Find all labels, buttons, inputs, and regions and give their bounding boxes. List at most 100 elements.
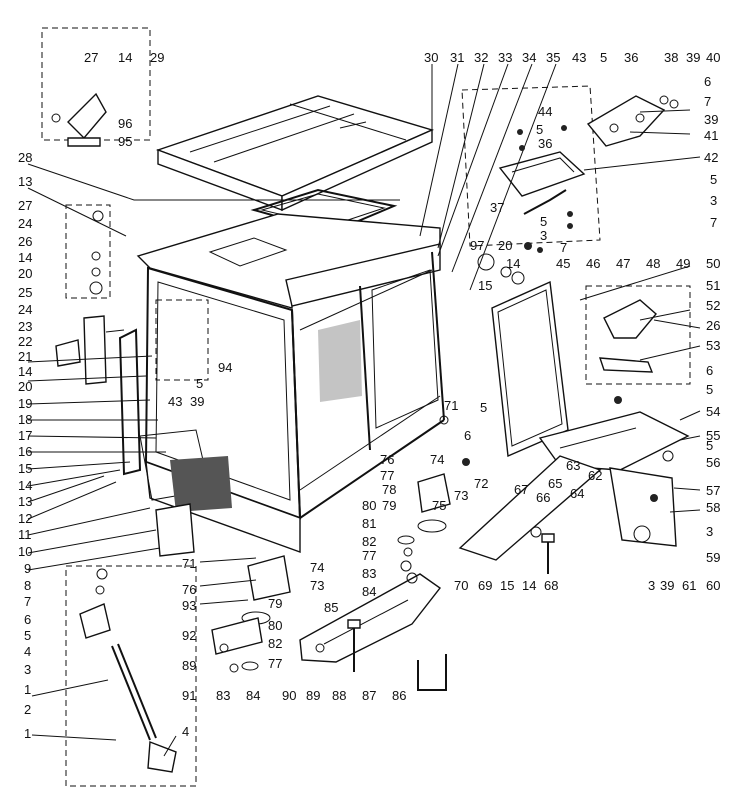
callout-88: 88 bbox=[332, 688, 346, 703]
callout-37: 37 bbox=[490, 200, 504, 215]
callout-7b: 7 bbox=[710, 215, 717, 230]
callout-6a: 6 bbox=[704, 74, 711, 89]
callout-34: 34 bbox=[522, 50, 536, 65]
callout-7a: 7 bbox=[704, 94, 711, 109]
callout-46: 46 bbox=[586, 256, 600, 271]
callout-9: 9 bbox=[24, 561, 31, 576]
callout-33: 33 bbox=[498, 50, 512, 65]
callout-5b: 5 bbox=[710, 172, 717, 187]
callout-35: 35 bbox=[546, 50, 560, 65]
callout-4a: 4 bbox=[24, 644, 31, 659]
callout-72: 72 bbox=[474, 476, 488, 491]
rod-42 bbox=[523, 189, 567, 215]
callout-81: 81 bbox=[362, 516, 376, 531]
callout-36b: 36 bbox=[538, 136, 552, 151]
callout-74a: 74 bbox=[430, 452, 444, 467]
callout-13a: 13 bbox=[18, 174, 32, 189]
callout-65: 65 bbox=[548, 476, 562, 491]
callout-10: 10 bbox=[18, 544, 32, 559]
callout-14c: 14 bbox=[522, 578, 536, 593]
side-door-glass bbox=[491, 280, 569, 458]
callout-18: 18 bbox=[18, 412, 32, 427]
cab-mount-left bbox=[211, 555, 291, 671]
callout-6d: 6 bbox=[24, 612, 31, 627]
callout-53: 53 bbox=[706, 338, 720, 353]
callout-24b: 24 bbox=[18, 302, 32, 317]
callout-5g: 5 bbox=[480, 400, 487, 415]
callout-56: 56 bbox=[706, 455, 720, 470]
callout-84b: 84 bbox=[246, 688, 260, 703]
bolt-68 bbox=[541, 533, 555, 574]
callout-77c: 77 bbox=[268, 656, 282, 671]
callout-47: 47 bbox=[616, 256, 630, 271]
callout-25: 25 bbox=[18, 285, 32, 300]
callout-68: 68 bbox=[544, 578, 558, 593]
callout-32: 32 bbox=[474, 50, 488, 65]
callout-15c: 15 bbox=[18, 461, 32, 476]
callout-79b: 79 bbox=[268, 596, 282, 611]
callout-84a: 84 bbox=[362, 584, 376, 599]
callout-76b: 76 bbox=[182, 582, 196, 597]
callout-63: 63 bbox=[566, 458, 580, 473]
callout-48: 48 bbox=[646, 256, 660, 271]
callout-14b: 14 bbox=[506, 256, 520, 271]
callout-15a: 15 bbox=[478, 278, 492, 293]
callout-3e: 3 bbox=[24, 662, 31, 677]
callout-4b: 4 bbox=[182, 724, 189, 739]
callout-24a: 24 bbox=[18, 216, 32, 231]
bracket-52 bbox=[599, 299, 657, 373]
callout-70: 70 bbox=[454, 578, 468, 593]
callout-82a: 82 bbox=[362, 534, 376, 549]
door-hinge-top bbox=[586, 95, 666, 147]
callout-66: 66 bbox=[536, 490, 550, 505]
callout-42: 42 bbox=[704, 150, 718, 165]
callout-1b: 1 bbox=[24, 726, 31, 741]
callout-92: 92 bbox=[182, 628, 196, 643]
callout-5i: 5 bbox=[196, 376, 203, 391]
callout-90: 90 bbox=[282, 688, 296, 703]
detail-box-bottom-left bbox=[65, 565, 197, 787]
callout-52: 52 bbox=[706, 298, 720, 313]
callout-41: 41 bbox=[704, 128, 718, 143]
side-bracket-panel bbox=[609, 467, 677, 547]
callout-82b: 82 bbox=[268, 636, 282, 651]
bolt-88 bbox=[347, 619, 361, 672]
callout-7d: 7 bbox=[24, 594, 31, 609]
callout-97: 97 bbox=[470, 238, 484, 253]
cab-mount-center bbox=[397, 473, 451, 545]
callout-17: 17 bbox=[18, 428, 32, 443]
roof-panel bbox=[155, 95, 435, 212]
callout-27b: 27 bbox=[18, 198, 32, 213]
dash-console bbox=[170, 456, 232, 512]
callout-50: 50 bbox=[706, 256, 720, 271]
callout-80b: 80 bbox=[268, 618, 282, 633]
callout-87: 87 bbox=[362, 688, 376, 703]
callout-31: 31 bbox=[450, 50, 464, 65]
callout-55: 55 bbox=[706, 428, 720, 443]
callout-29: 29 bbox=[150, 50, 164, 65]
callout-6c: 6 bbox=[464, 428, 471, 443]
callout-43a: 43 bbox=[572, 50, 586, 65]
callout-74b: 74 bbox=[310, 560, 324, 575]
callout-57: 57 bbox=[706, 483, 720, 498]
detail-box-inner-window bbox=[155, 299, 209, 381]
callout-77b: 77 bbox=[362, 548, 376, 563]
callout-13b: 13 bbox=[18, 494, 32, 509]
callout-11: 11 bbox=[18, 527, 32, 542]
callout-54: 54 bbox=[706, 404, 720, 419]
callout-19: 19 bbox=[18, 396, 32, 411]
callout-73a: 73 bbox=[454, 488, 468, 503]
detail-box-left-mirror bbox=[65, 204, 111, 299]
callout-28: 28 bbox=[18, 150, 32, 165]
callout-62: 62 bbox=[588, 468, 602, 483]
callout-76a: 76 bbox=[380, 452, 394, 467]
callout-64: 64 bbox=[570, 486, 584, 501]
callout-20a: 20 bbox=[498, 238, 512, 253]
rear-view-mirror bbox=[55, 315, 125, 385]
callout-69: 69 bbox=[478, 578, 492, 593]
callout-26b: 26 bbox=[18, 234, 32, 249]
callout-78: 78 bbox=[382, 482, 396, 497]
callout-39b: 39 bbox=[704, 112, 718, 127]
callout-39d: 39 bbox=[190, 394, 204, 409]
